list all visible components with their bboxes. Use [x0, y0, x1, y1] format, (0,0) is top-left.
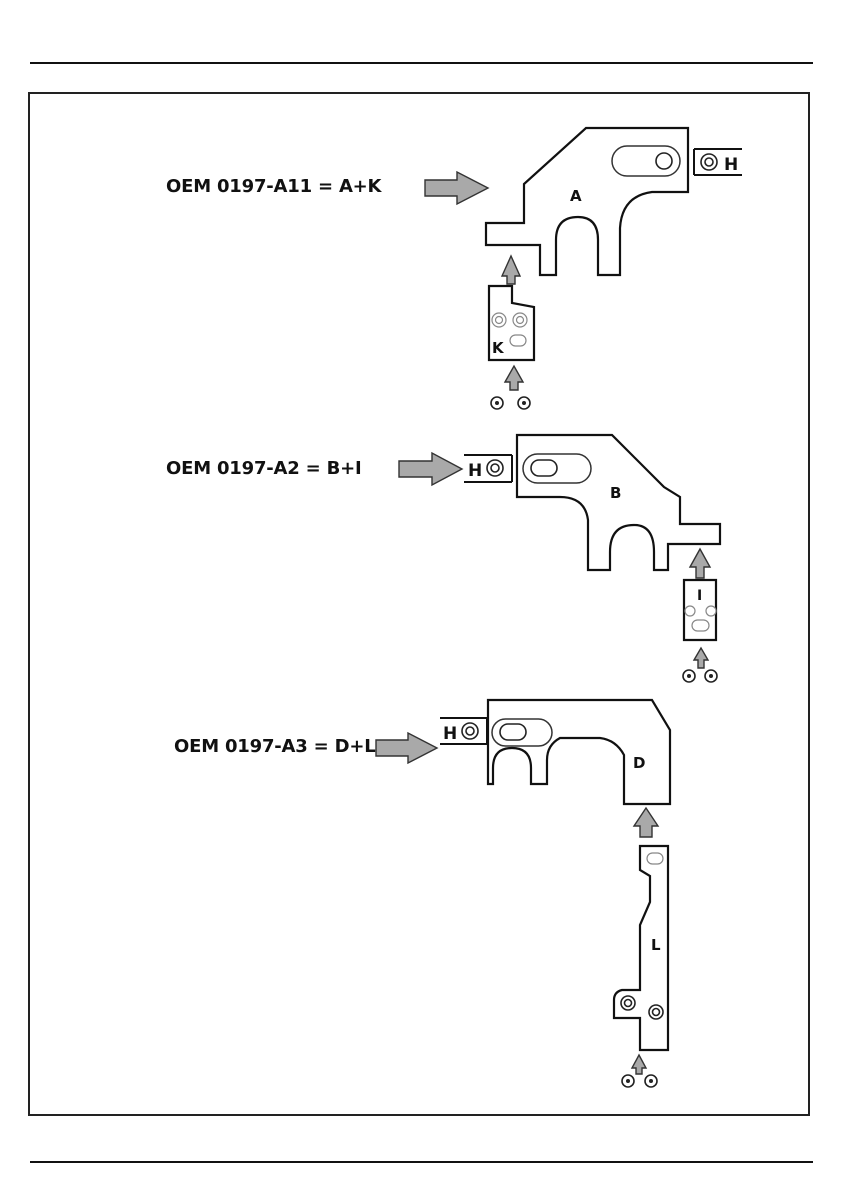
holder-h-a2: H: [464, 455, 512, 482]
part-i-letter: I: [697, 588, 702, 604]
assembly-a3: H D L: [376, 700, 670, 1087]
part-l-letter: L: [651, 936, 661, 954]
arrow-right-a2: [399, 453, 462, 485]
arrow-up-k-to-a: [502, 256, 520, 284]
part-b-letter: B: [610, 484, 621, 502]
part-a-letter: A: [570, 187, 582, 205]
arrow-up-l-to-d: [634, 808, 658, 837]
arrow-up-i-to-b: [690, 549, 710, 578]
holder-h-letter: H: [468, 461, 482, 481]
arrow-up-screws-i: [694, 648, 708, 668]
arrow-up-screws-l: [632, 1055, 646, 1074]
part-a-hole: [656, 153, 672, 169]
holder-h-a3: H: [440, 718, 487, 744]
assembly-a11: A H K: [425, 128, 742, 409]
part-k-letter: K: [492, 339, 505, 357]
assembly-a2: H B I: [399, 435, 720, 682]
holder-h-letter: H: [443, 724, 457, 744]
part-d-letter: D: [633, 754, 645, 772]
arrow-right-a3: [376, 733, 437, 763]
arrow-right-a11: [425, 172, 488, 204]
arrow-up-screws-k: [505, 366, 523, 390]
holder-h-a11: H: [694, 149, 742, 175]
holder-h-letter: H: [724, 155, 738, 175]
part-d-shape: [488, 700, 670, 804]
